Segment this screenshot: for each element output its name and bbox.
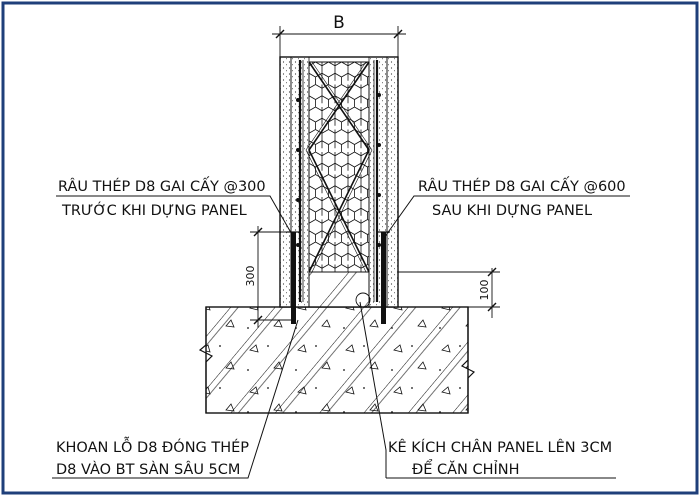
label-left-top-line2: TRƯỚC KHI DỰNG PANEL xyxy=(61,201,247,219)
wall-panel xyxy=(279,56,399,324)
dimension-right-offset-label: 100 xyxy=(478,280,491,301)
dimension-left-offset: 300 xyxy=(244,226,292,328)
label-bottom-left-line1: KHOAN LỖ D8 ĐÓNG THÉP xyxy=(56,437,249,456)
dimension-left-offset-label: 300 xyxy=(244,266,257,287)
label-right-top-line2: SAU KHI DỰNG PANEL xyxy=(432,203,592,219)
concrete-slab xyxy=(198,306,476,414)
label-bottom-right-line1: KÊ KÍCH CHÂN PANEL LÊN 3CM xyxy=(388,438,612,456)
dimension-width-label: B xyxy=(333,13,345,33)
dimension-right-offset: 100 xyxy=(398,267,500,318)
label-left-top-line1: RÂU THÉP D8 GAI CẤY @300 xyxy=(58,176,266,195)
label-right-top-line1: RÂU THÉP D8 GAI CẤY @600 xyxy=(418,176,626,195)
label-bottom-right-line2: ĐỂ CĂN CHỈNH xyxy=(412,459,520,478)
leader-lines xyxy=(52,195,630,479)
label-bottom-left-line2: D8 VÀO BT SÀN SÂU 5CM xyxy=(56,460,240,478)
dimension-width: B xyxy=(272,13,406,57)
